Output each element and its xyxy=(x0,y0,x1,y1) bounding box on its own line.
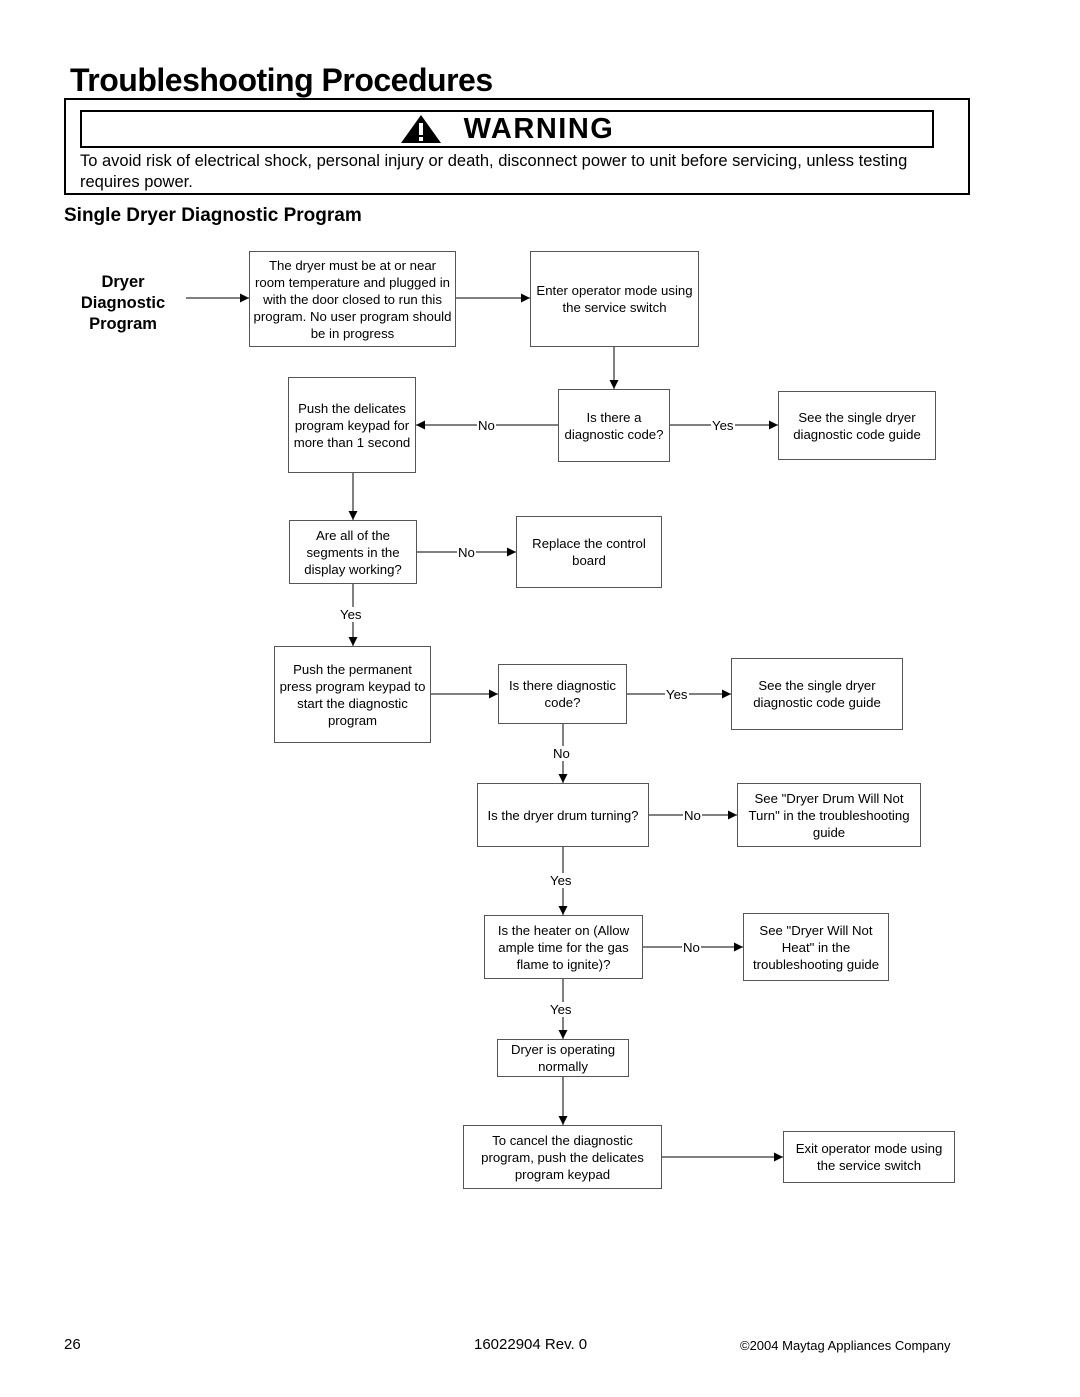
warning-banner: WARNING xyxy=(80,110,934,148)
node-push-permanent-press-keypad: Push the permanent press program keypad … xyxy=(274,646,431,743)
edge-label-segments-yes: Yes xyxy=(339,607,363,622)
node-push-delicates-keypad: Push the delicates program keypad for mo… xyxy=(288,377,416,473)
edge-label-heater-no: No xyxy=(682,940,701,955)
edge-label-segments-no: No xyxy=(457,545,476,560)
page-title: Troubleshooting Procedures xyxy=(70,62,493,98)
node-cancel-diagnostic-program: To cancel the diagnostic program, push t… xyxy=(463,1125,662,1189)
footer-copyright: ©2004 Maytag Appliances Company xyxy=(740,1338,951,1353)
node-exit-operator-mode: Exit operator mode using the service swi… xyxy=(783,1131,955,1183)
node-precondition: The dryer must be at or near room temper… xyxy=(249,251,456,347)
edge-label-q2-no: No xyxy=(552,746,571,761)
edge-label-q1-no: No xyxy=(477,418,496,433)
node-enter-operator-mode: Enter operator mode using the service sw… xyxy=(530,251,699,347)
node-heater-on-question: Is the heater on (Allow ample time for t… xyxy=(484,915,643,979)
section-title: Single Dryer Diagnostic Program xyxy=(64,205,362,226)
footer-page-number: 26 xyxy=(64,1336,81,1353)
warning-text: To avoid risk of electrical shock, perso… xyxy=(80,152,908,191)
node-see-drum-will-not-turn: See "Dryer Drum Will Not Turn" in the tr… xyxy=(737,783,921,847)
node-see-diagnostic-code-guide-1: See the single dryer diagnostic code gui… xyxy=(778,391,936,460)
edge-label-drum-no: No xyxy=(683,808,702,823)
node-diagnostic-code-question-2: Is there diagnostic code? xyxy=(498,664,627,724)
warning-heading: WARNING xyxy=(463,112,615,145)
edge-label-heater-yes: Yes xyxy=(549,1002,573,1017)
flowchart-start-label: Dryer Diagnostic Program xyxy=(80,273,166,333)
footer-document-number: 16022904 Rev. 0 xyxy=(474,1336,588,1353)
node-see-dryer-will-not-heat: See "Dryer Will Not Heat" in the trouble… xyxy=(743,913,889,981)
edge-label-drum-yes: Yes xyxy=(549,873,573,888)
node-replace-control-board: Replace the control board xyxy=(516,516,662,588)
node-see-diagnostic-code-guide-2: See the single dryer diagnostic code gui… xyxy=(731,658,903,730)
edge-label-q2-yes: Yes xyxy=(665,687,689,702)
edge-label-q1-yes: Yes xyxy=(711,418,735,433)
node-dryer-operating-normally: Dryer is operating normally xyxy=(497,1039,629,1077)
node-drum-turning-question: Is the dryer drum turning? xyxy=(477,783,649,847)
warning-triangle-icon xyxy=(400,115,441,143)
node-display-segments-question: Are all of the segments in the display w… xyxy=(289,520,417,584)
node-diagnostic-code-question-1: Is there a diagnostic code? xyxy=(558,389,670,462)
warning-frame xyxy=(64,98,970,195)
